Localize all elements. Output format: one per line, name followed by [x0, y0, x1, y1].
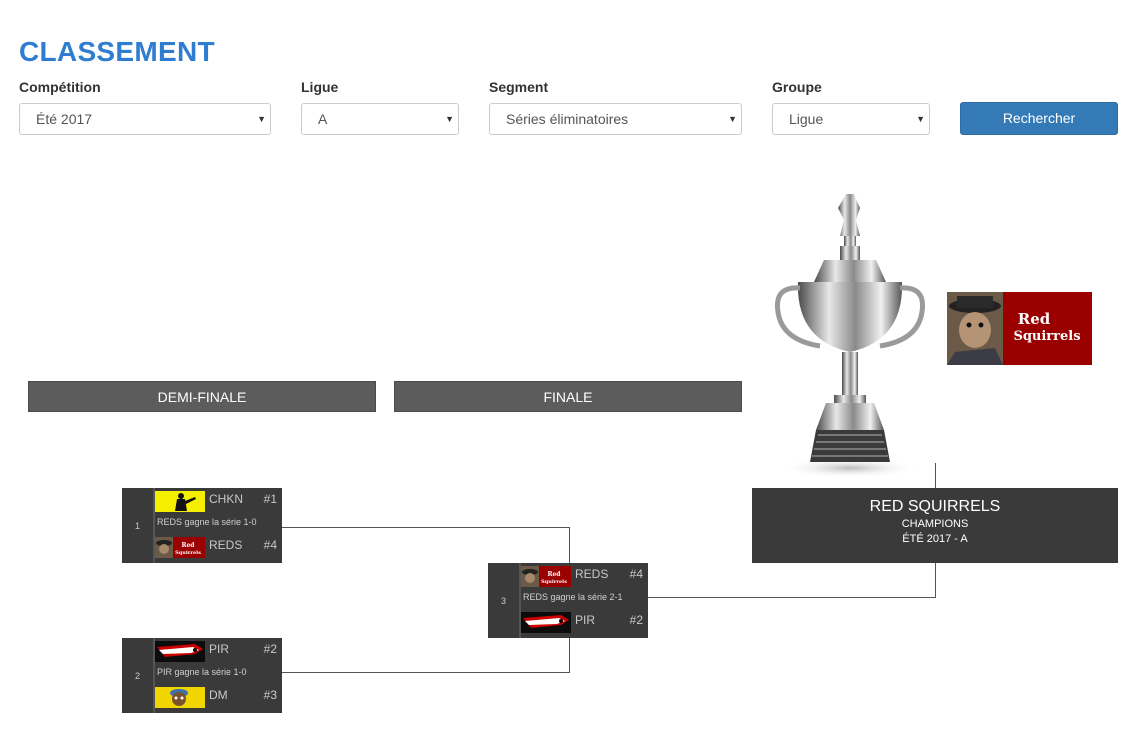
champion-season: ÉTÉ 2017 - A [902, 533, 968, 545]
logo-text-line2: Squirrels [175, 550, 201, 556]
bracket-connector [569, 527, 570, 563]
team-row-pir[interactable]: PIR #2 [155, 640, 282, 662]
team-seed: #4 [263, 538, 277, 552]
team-abbr: REDS [209, 538, 243, 552]
champion-name: RED SQUIRRELS [869, 498, 1001, 515]
trophy-icon [774, 194, 926, 478]
match-number: 1 [122, 488, 155, 563]
team-row-dm[interactable]: DM #3 [155, 686, 282, 708]
pirates-logo [521, 612, 571, 633]
match-1: 1 CHKN #1 REDS gagne la série 1-0 Red Sq… [122, 488, 282, 563]
team-abbr: DM [209, 688, 228, 702]
group-label: Groupe [772, 79, 822, 95]
pirates-logo [155, 641, 205, 662]
match-3: 3 Red Squirrels REDS #4 REDS gagne la sé… [488, 563, 648, 638]
search-button[interactable]: Rechercher [960, 102, 1118, 135]
team-seed: #4 [629, 567, 643, 581]
series-result: REDS gagne la série 2-1 [523, 592, 623, 602]
champion-logo-text-line2: Squirrels [1013, 329, 1080, 344]
chkn-logo [155, 491, 205, 512]
team-seed: #3 [263, 688, 277, 702]
match-2: 2 PIR #2 PIR gagne la série 1-0 DM #3 [122, 638, 282, 713]
bracket-connector [648, 597, 936, 598]
bracket-connector [282, 527, 570, 528]
series-result: PIR gagne la série 1-0 [157, 667, 247, 677]
bracket-connector [935, 463, 936, 488]
logo-text-line1: Red [548, 571, 562, 578]
team-row-pir[interactable]: PIR #2 [521, 611, 648, 633]
match-number: 3 [488, 563, 521, 638]
league-value: A [318, 111, 328, 127]
bracket-connector [935, 563, 936, 598]
group-value: Ligue [789, 111, 824, 127]
champion-box: RED SQUIRRELS CHAMPIONS ÉTÉ 2017 - A [752, 488, 1118, 563]
segment-label: Segment [489, 79, 549, 95]
team-abbr: CHKN [209, 492, 244, 506]
league-label: Ligue [301, 79, 339, 95]
team-abbr: PIR [575, 613, 596, 627]
team-row-reds[interactable]: Red Squirrels REDS #4 [521, 565, 648, 587]
segment-value: Séries éliminatoires [506, 111, 629, 127]
league-select[interactable]: A ▼ [301, 103, 459, 135]
dm-logo [155, 687, 205, 708]
chevron-down-icon: ▼ [445, 114, 454, 124]
bracket-connector [569, 638, 570, 673]
team-seed: #2 [263, 642, 277, 656]
champion-label: CHAMPIONS [901, 518, 969, 530]
team-abbr: REDS [575, 567, 609, 581]
series-result: REDS gagne la série 1-0 [157, 517, 257, 527]
round-header-final: FINALE [394, 381, 742, 412]
team-abbr: PIR [209, 642, 230, 656]
segment-select[interactable]: Séries éliminatoires ▼ [489, 103, 742, 135]
chevron-down-icon: ▼ [257, 114, 266, 124]
champion-logo-text-line1: Red [1018, 310, 1051, 328]
page-title: CLASSEMENT [19, 36, 215, 67]
team-seed: #2 [629, 613, 643, 627]
logo-text-line1: Red [182, 542, 196, 549]
red-squirrels-logo: Red Squirrels [521, 566, 571, 587]
champion-logo: Red Squirrels [947, 292, 1092, 365]
chevron-down-icon: ▼ [916, 114, 925, 124]
red-squirrels-logo: Red Squirrels [155, 537, 205, 558]
competition-label: Compétition [19, 79, 101, 95]
group-select[interactable]: Ligue ▼ [772, 103, 930, 135]
competition-value: Été 2017 [36, 111, 93, 127]
match-number: 2 [122, 638, 155, 713]
bracket-connector [282, 672, 570, 673]
team-seed: #1 [263, 492, 277, 506]
team-row-reds[interactable]: Red Squirrels REDS #4 [155, 536, 282, 558]
chevron-down-icon: ▼ [728, 114, 737, 124]
logo-text-line2: Squirrels [541, 579, 567, 585]
round-header-semifinal: DEMI-FINALE [28, 381, 376, 412]
competition-select[interactable]: Été 2017 ▼ [19, 103, 271, 135]
team-row-chkn[interactable]: CHKN #1 [155, 490, 282, 512]
